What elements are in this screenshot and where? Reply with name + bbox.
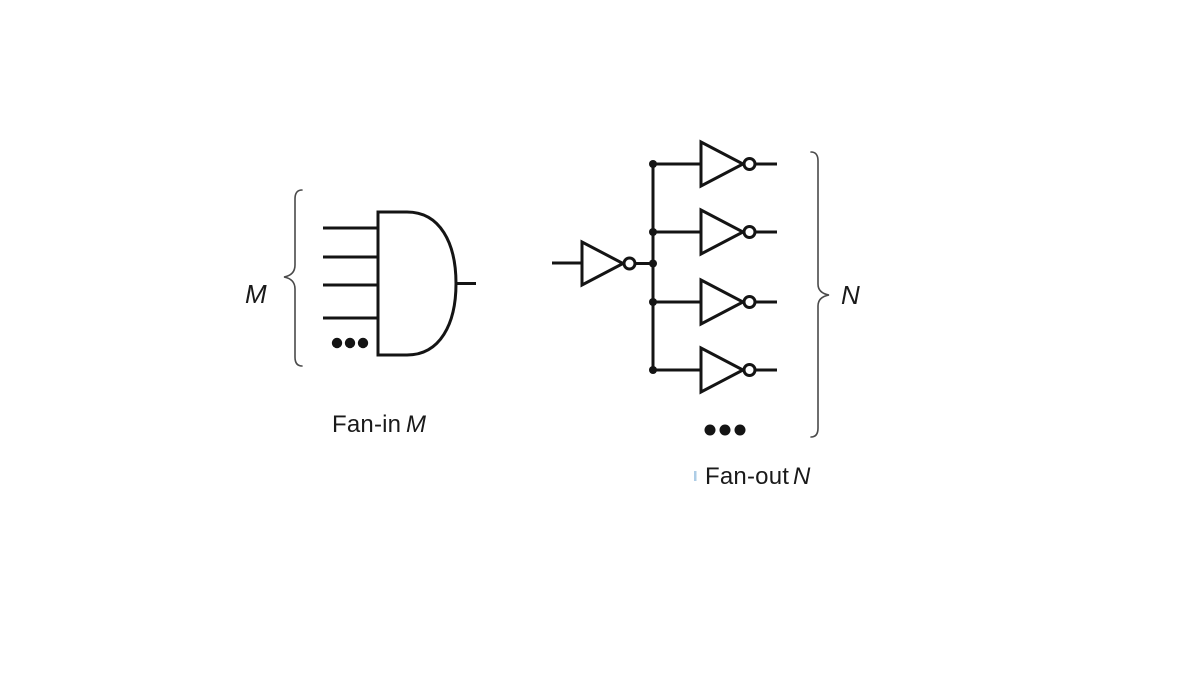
load-inverter-bubble: [742, 157, 757, 171]
load-inverter-triangle: [699, 207, 747, 257]
load-inverter-row: [653, 207, 777, 257]
load-inverter-row: [653, 277, 777, 327]
and-gate-icon: [376, 210, 458, 357]
fan-out-group: N Fan-out N: [552, 139, 860, 490]
fan-in-group: M Fan-in M: [245, 189, 476, 438]
load-inverter-triangle: [699, 345, 747, 395]
fan-in-caption-symbol: M: [406, 411, 426, 438]
fan-out-count-label: N: [841, 280, 860, 310]
driver-inverter-icon: [552, 239, 653, 288]
fan-in-caption: Fan-in: [332, 411, 401, 438]
load-inverter-triangle: [699, 277, 747, 327]
fan-out-ellipsis-dots: [704, 424, 746, 436]
load-inverter-bubble: [742, 225, 757, 239]
fan-out-brace: [810, 151, 830, 438]
load-inverter-bubble: [742, 363, 757, 377]
fan-in-count-label: M: [245, 279, 267, 309]
load-inverter-row: [653, 345, 777, 395]
fan-in-ellipsis-dots: [331, 337, 369, 349]
driver-inverter-bubble: [622, 256, 637, 271]
driver-inverter-triangle: [580, 239, 627, 288]
fan-out-caption-symbol: N: [793, 463, 811, 490]
load-inverter-bubble: [742, 295, 757, 309]
load-inverter-row: [653, 139, 777, 189]
fan-in-brace: [283, 189, 303, 367]
fan-out-caption: Fan-out: [705, 463, 789, 490]
scan-artifact-tick: [694, 471, 697, 481]
load-inverter-triangle: [699, 139, 747, 189]
